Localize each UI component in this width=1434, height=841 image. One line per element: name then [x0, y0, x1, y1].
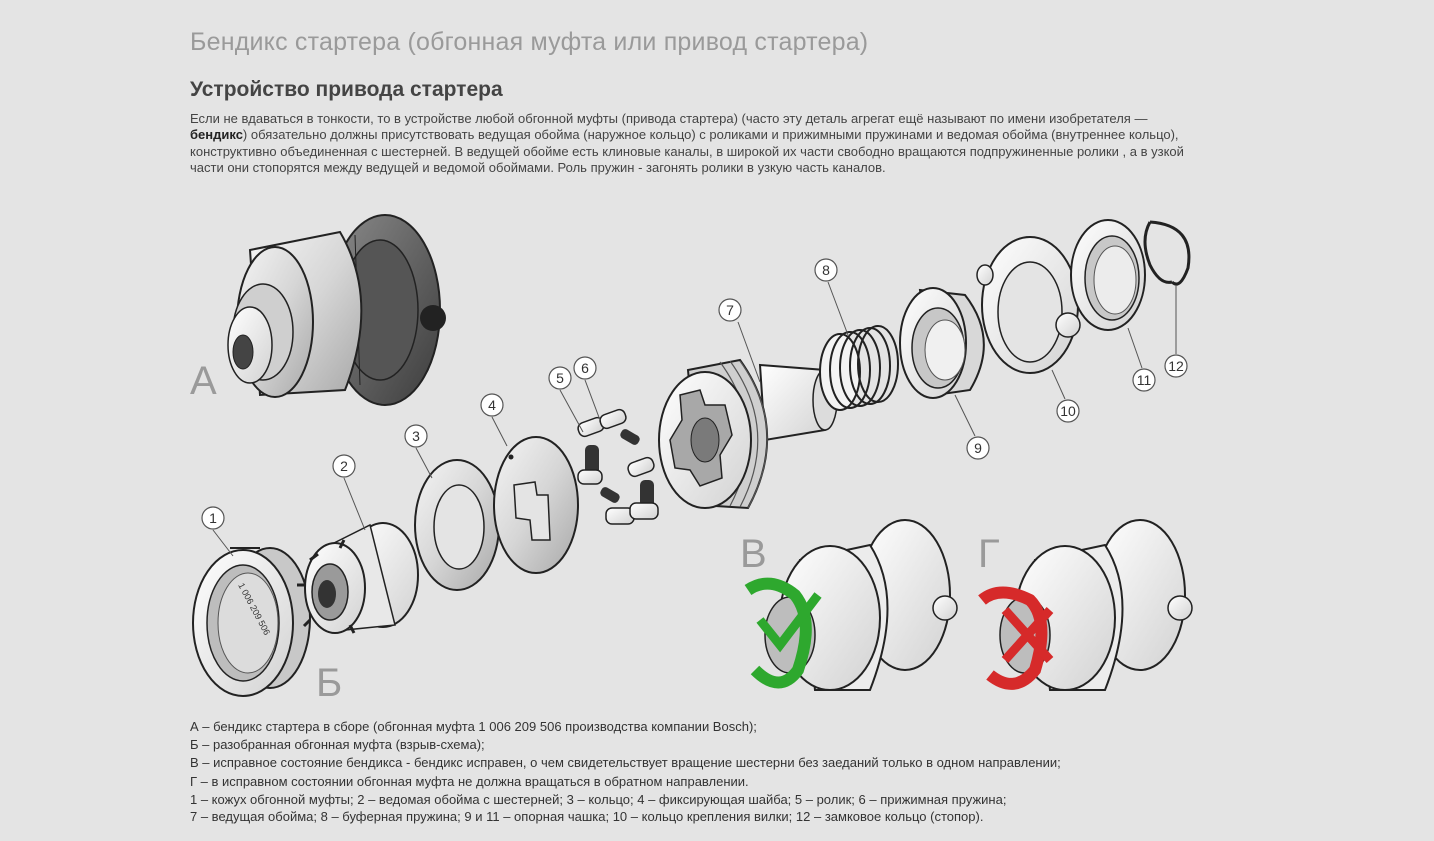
- figure-captions: А – бендикс стартера в сборе (обгонная м…: [190, 718, 1240, 791]
- starter-drive-diagram: А 1 006 209 506 Б: [190, 214, 1193, 705]
- callout-6-text: 6: [581, 360, 589, 376]
- legend-line-1: 1 – кожух обгонной муфты; 2 – ведомая об…: [190, 792, 1007, 807]
- part-9-support-cup: [899, 287, 985, 399]
- label-letter-g: Г: [978, 532, 1000, 576]
- parts-5-6-rollers-springs: [577, 408, 659, 525]
- parts-legend: 1 – кожух обгонной муфты; 2 – ведомая об…: [190, 792, 1240, 825]
- assembly-v: [744, 519, 958, 691]
- callout-8-text: 8: [822, 262, 830, 278]
- caption-v: В – исправное состояние бендикса - бенди…: [190, 755, 1061, 771]
- part-2-driven-gear: [297, 522, 419, 634]
- callout-10-text: 10: [1060, 403, 1076, 419]
- caption-g: Г – в исправном состоянии обгонная муфта…: [190, 773, 749, 789]
- callout-1-text: 1: [209, 510, 217, 526]
- part-8-buffer-spring: [819, 325, 899, 411]
- label-letter-v: В: [740, 532, 767, 576]
- callout-7: 7: [718, 298, 761, 383]
- callout-12: 12: [1164, 285, 1188, 378]
- part-11-support-cup: [1070, 219, 1146, 331]
- label-letter-a: А: [190, 359, 217, 403]
- part-12-lock-ring: [1143, 220, 1191, 286]
- callout-12-text: 12: [1168, 358, 1184, 374]
- callout-6: 6: [573, 356, 601, 421]
- intro-text-part2: ) обязательно должны присутствовать веду…: [190, 127, 1184, 175]
- part-3-ring: [414, 459, 500, 591]
- callout-7-text: 7: [726, 302, 734, 318]
- callout-3-text: 3: [412, 428, 420, 444]
- intro-bold-term: бендикс: [190, 127, 243, 143]
- callout-2-text: 2: [340, 458, 348, 474]
- intro-text-part1: Если не вдаваться в тонкости, то в устро…: [190, 111, 1148, 126]
- caption-a: А – бендикс стартера в сборе (обгонная м…: [190, 719, 757, 734]
- callout-11: 11: [1127, 327, 1156, 392]
- legend-line-2: 7 – ведущая обойма; 8 – буферная пружина…: [190, 808, 984, 824]
- callout-8: 8: [814, 258, 849, 336]
- part-4-retaining-washer: [493, 436, 579, 574]
- intro-paragraph: Если не вдаваться в тонкости, то в устро…: [190, 111, 1200, 176]
- section-title: Устройство привода стартера: [190, 78, 503, 101]
- page-title: Бендикс стартера (обгонная муфта или при…: [190, 28, 869, 56]
- assembly-a: [227, 214, 446, 406]
- callout-1: 1: [201, 506, 234, 557]
- callout-9-text: 9: [974, 440, 982, 456]
- part-10-fork-ring: [976, 236, 1081, 374]
- label-letter-b: Б: [316, 661, 342, 705]
- part-7-driving-clutch: [658, 358, 838, 510]
- assembly-g: [978, 519, 1193, 691]
- callout-5: 5: [548, 366, 584, 433]
- callout-2: 2: [332, 454, 366, 531]
- callout-5-text: 5: [556, 370, 564, 386]
- callout-9: 9: [954, 394, 990, 460]
- callout-11-text: 11: [1137, 372, 1152, 388]
- callout-4: 4: [480, 393, 508, 447]
- caption-b: Б – разобранная обгонная муфта (взрыв-сх…: [190, 737, 485, 753]
- part-1-housing: 1 006 209 506: [192, 547, 311, 697]
- callout-4-text: 4: [488, 397, 496, 413]
- callout-10: 10: [1051, 369, 1080, 423]
- callout-3: 3: [404, 424, 433, 479]
